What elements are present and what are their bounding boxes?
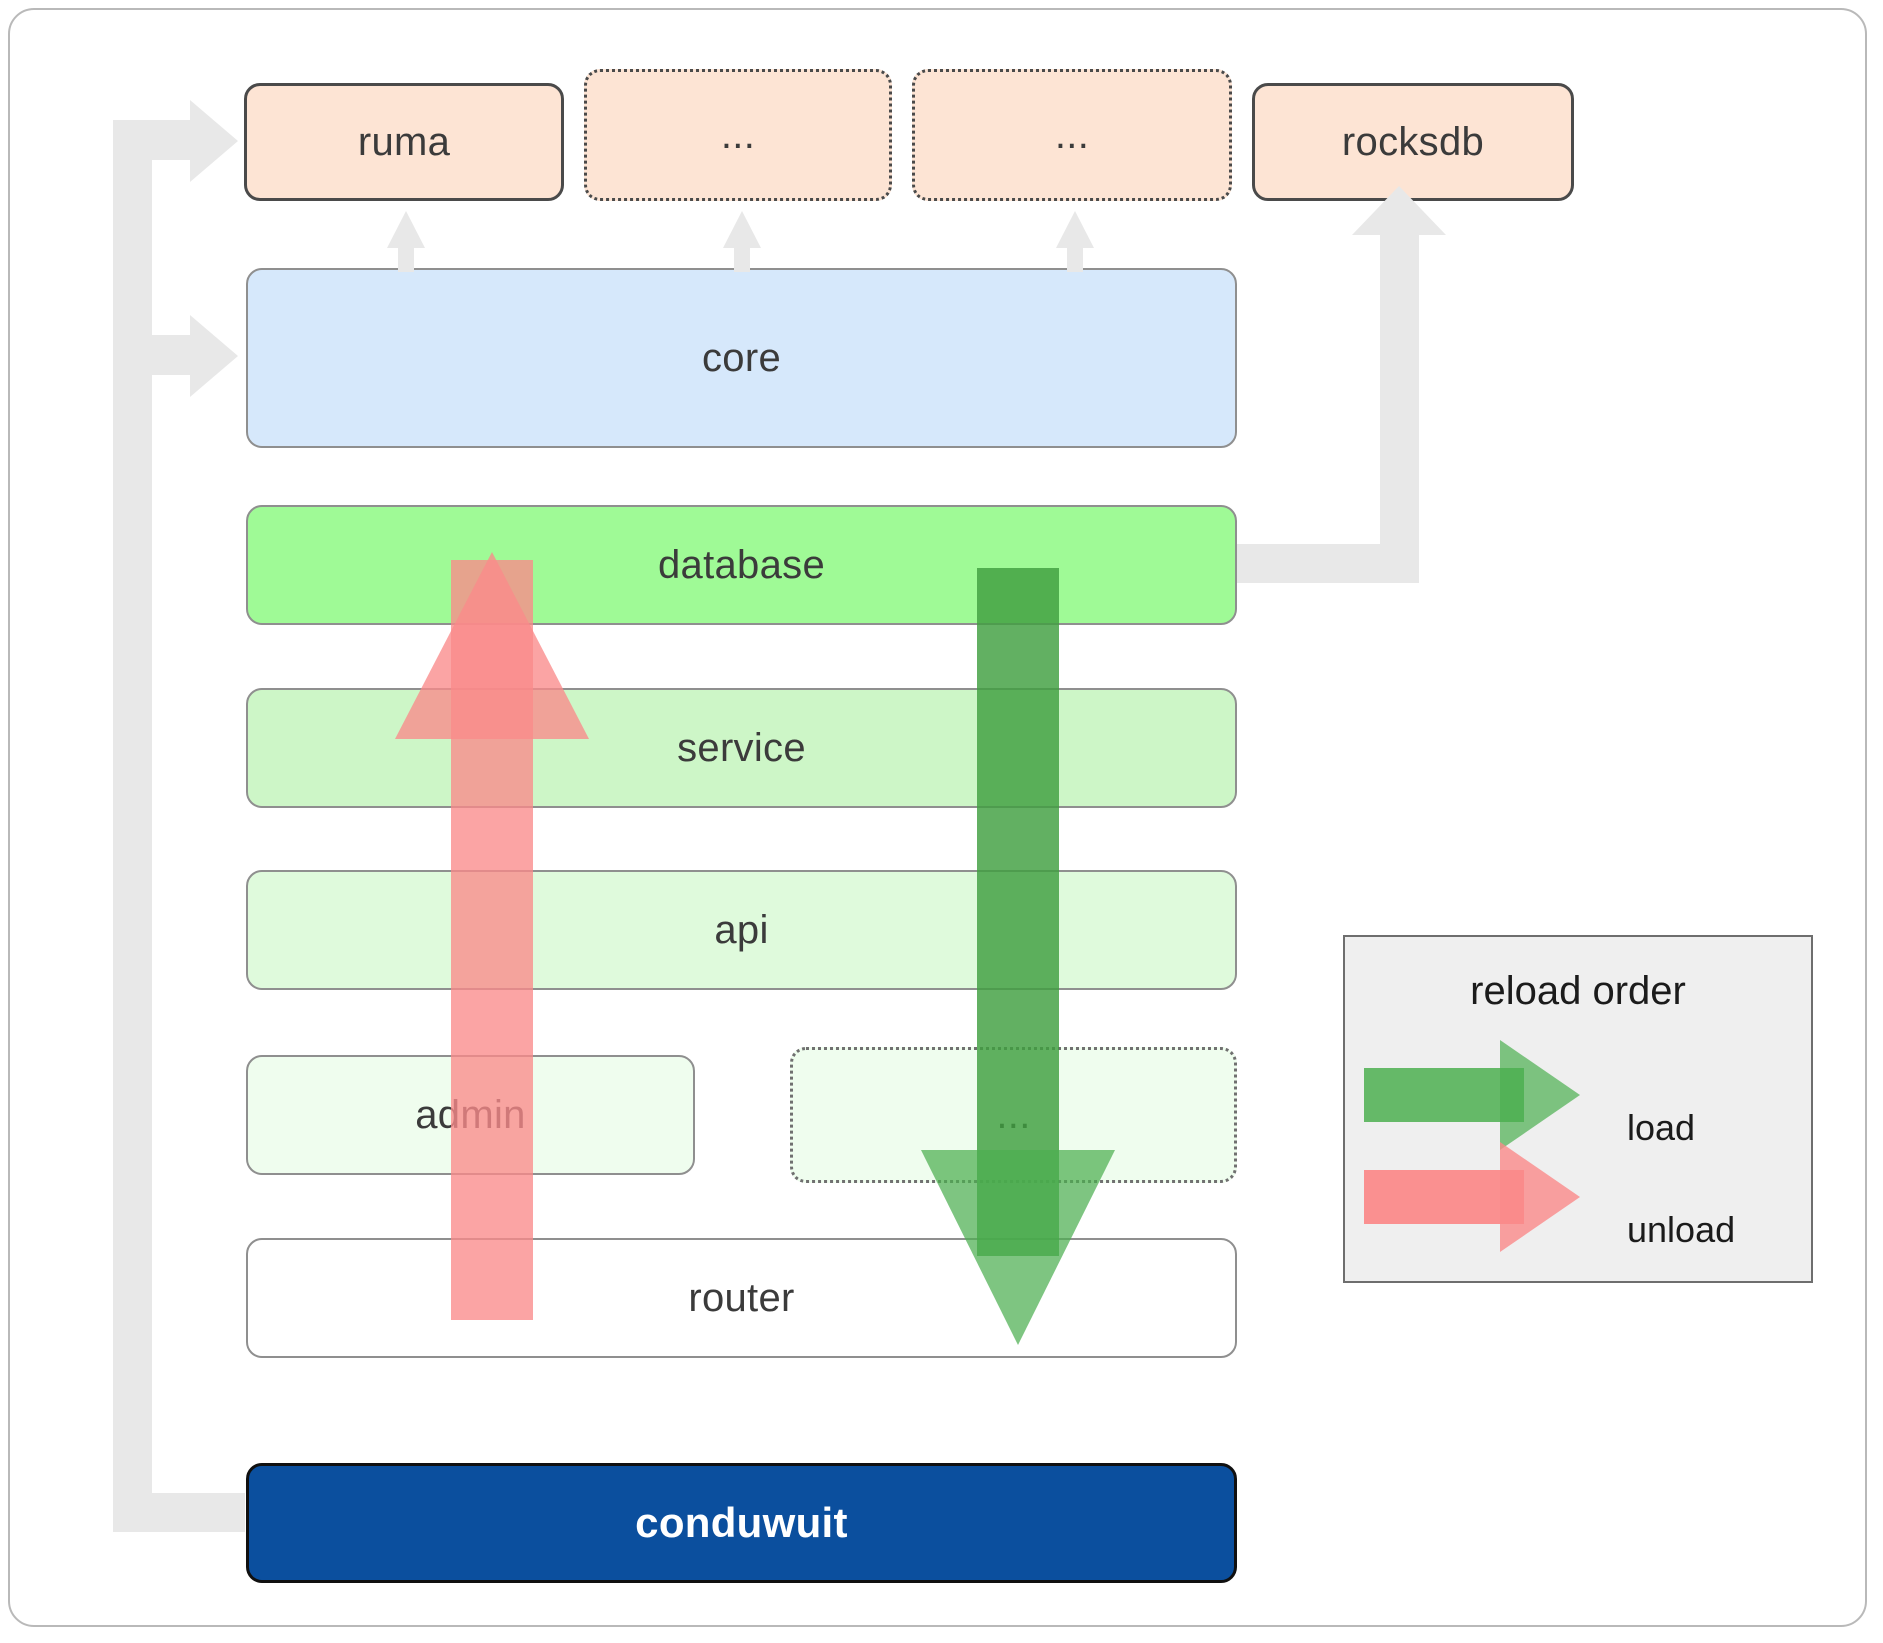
core-label: core — [701, 335, 781, 380]
dependency-label: ruma — [357, 119, 451, 164]
layer-box-api[interactable]: api — [246, 870, 1237, 990]
layer-label: service — [677, 725, 806, 770]
legend-panel: reload order load unload — [1343, 935, 1813, 1283]
root-label: conduwuit — [635, 1499, 848, 1546]
layer-label: admin — [415, 1092, 526, 1137]
dependency-label: rocksdb — [1341, 119, 1485, 164]
legend-label-load: load — [1627, 1107, 1696, 1148]
dependency-box-ellipsis-2[interactable]: ... — [912, 69, 1232, 201]
layer-box-service[interactable]: service — [246, 688, 1237, 808]
layer-box-database[interactable]: database — [246, 505, 1237, 625]
root-box-conduwuit[interactable]: conduwuit — [246, 1463, 1237, 1583]
layer-label: api — [714, 907, 769, 952]
dependency-box-rocksdb[interactable]: rocksdb — [1252, 83, 1574, 201]
layer-label: router — [688, 1275, 795, 1320]
layer-box-admin[interactable]: admin — [246, 1055, 695, 1175]
legend-label-unload: unload — [1627, 1209, 1736, 1250]
diagram-frame — [8, 8, 1867, 1627]
layer-box-ellipsis[interactable]: ... — [790, 1047, 1237, 1183]
layer-label: ... — [996, 1092, 1031, 1137]
layer-label: database — [658, 542, 825, 587]
dependency-box-ellipsis-1[interactable]: ... — [584, 69, 892, 201]
layer-box-router[interactable]: router — [246, 1238, 1237, 1358]
dependency-label: ... — [1054, 112, 1090, 157]
legend-title: reload order — [1470, 969, 1686, 1013]
dependency-label: ... — [720, 112, 756, 157]
dependency-box-ruma[interactable]: ruma — [244, 83, 564, 201]
core-box[interactable]: core — [246, 268, 1237, 448]
